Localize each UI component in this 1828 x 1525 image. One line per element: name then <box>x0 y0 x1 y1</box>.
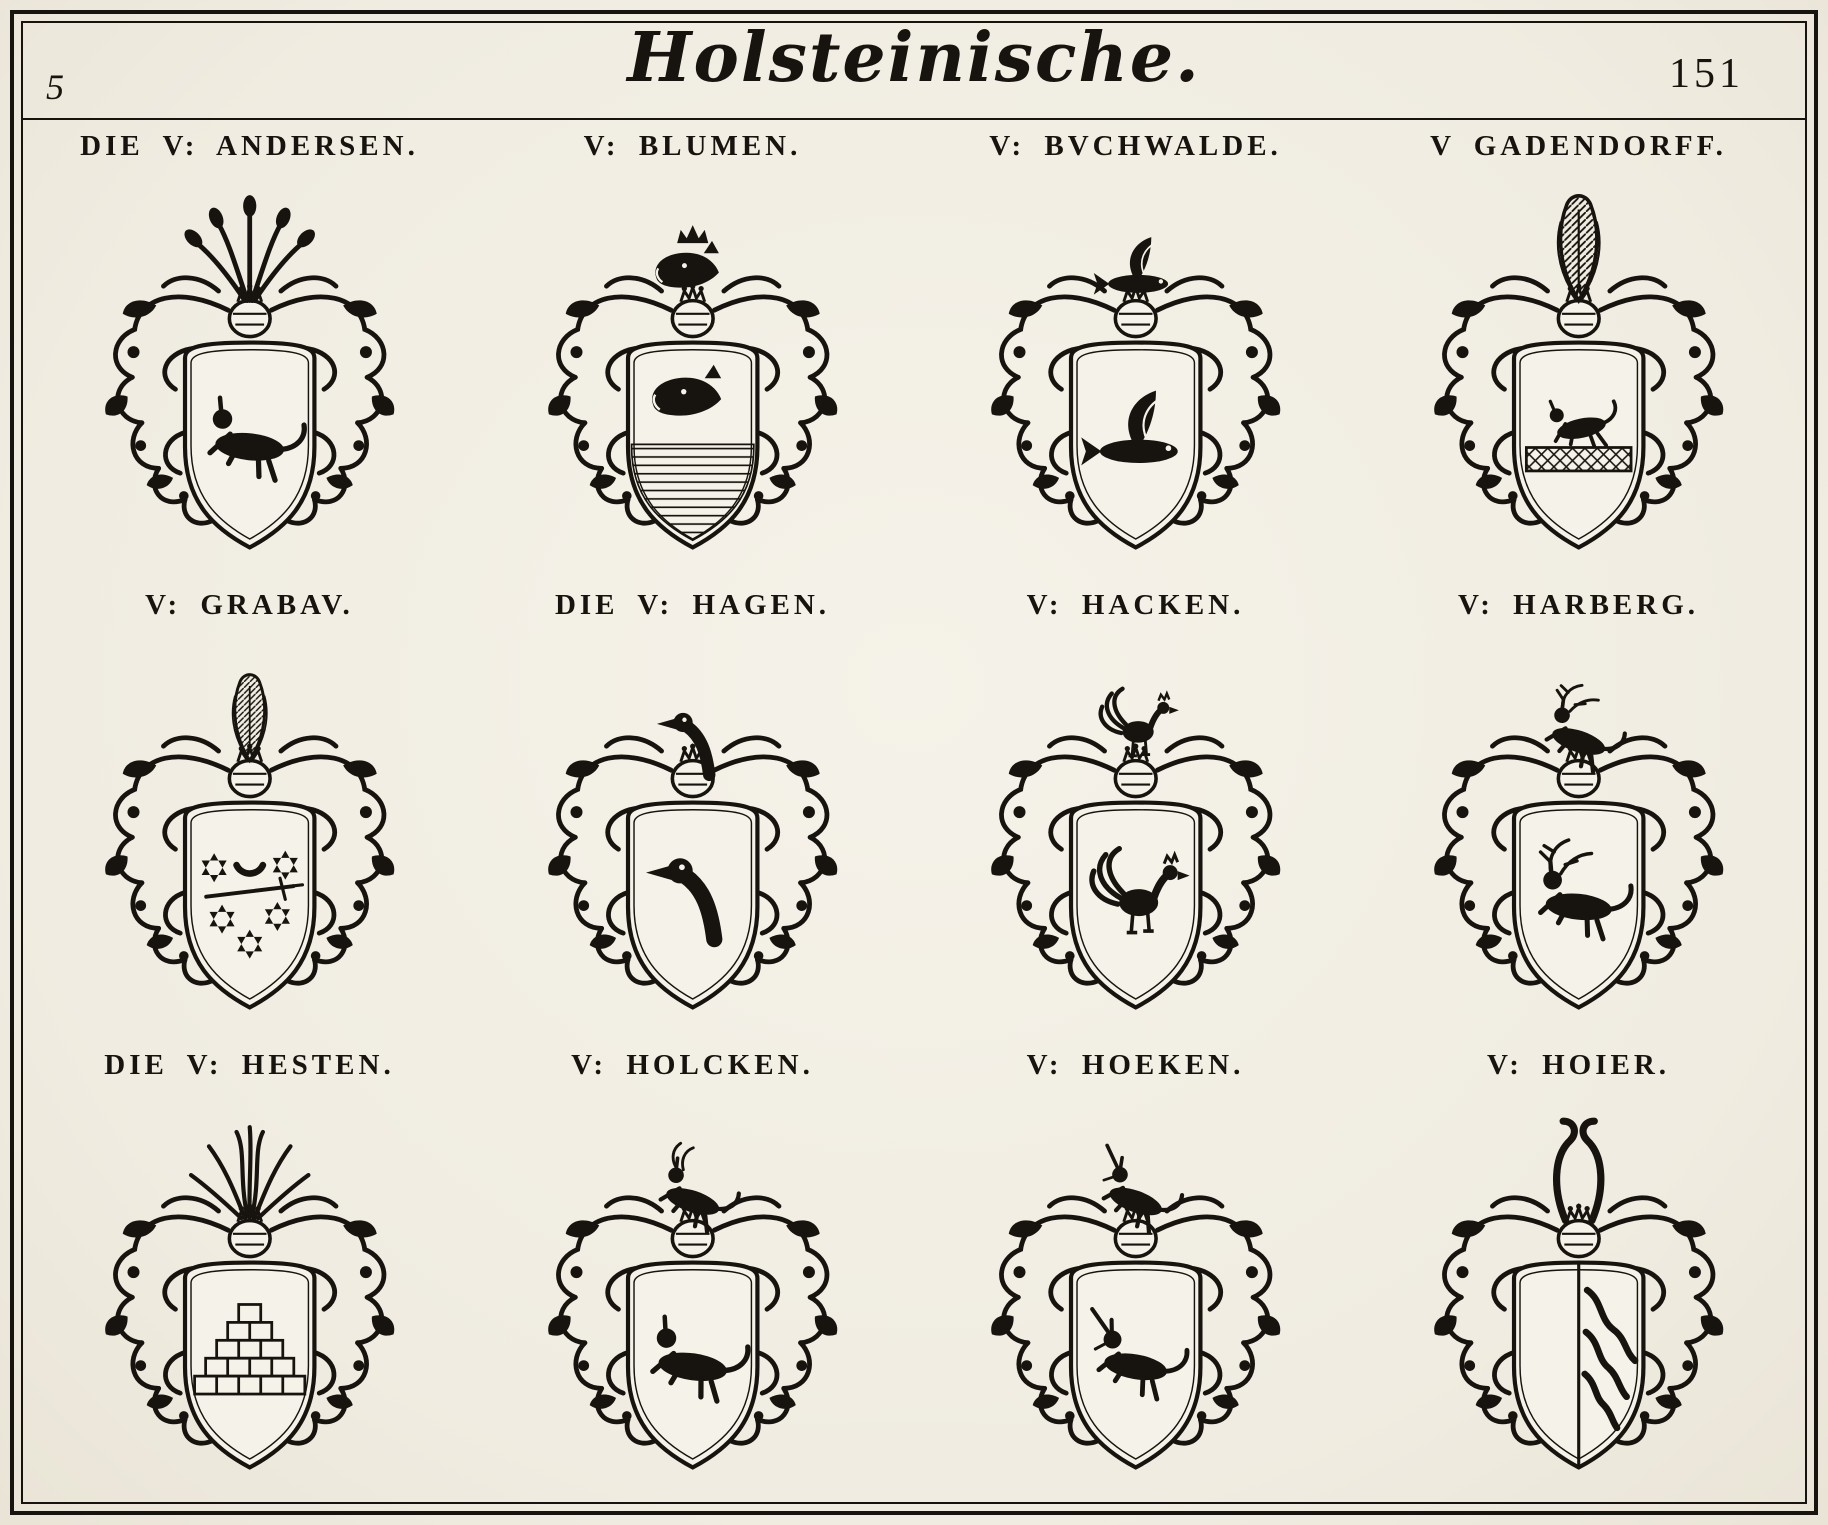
arms-row-2: V: GRABAV. DIE V: HAGEN. V: HACKEN. V: H… <box>28 582 1800 1042</box>
coat-of-arms-andersen <box>28 170 471 590</box>
coat-of-arms-drawing <box>956 236 1315 583</box>
arms-row-1: DIE V: ANDERSEN. V: BLUMEN. V: BVCHWALDE… <box>28 122 1800 582</box>
crown-icon <box>676 225 709 244</box>
arms-label-hoier: V: HOIER. <box>1486 1048 1671 1081</box>
arms-label-hoeken: V: HOEKEN. <box>1026 1048 1245 1081</box>
arms-strip-row-3 <box>28 1089 1800 1501</box>
arms-row-3: DIE V: HESTEN. V: HOLCKEN. V: HOEKEN. V:… <box>28 1041 1800 1501</box>
header-divider-rule <box>21 118 1807 120</box>
coat-of-arms-drawing <box>513 225 872 583</box>
crowned-boar-head-icon <box>654 240 720 290</box>
coat-of-arms-drawing <box>70 176 429 583</box>
peacock-plume-icon <box>181 195 318 300</box>
coat-of-arms-drawing <box>70 673 429 1043</box>
label-strip-row-2: V: GRABAV. DIE V: HAGEN. V: HACKEN. V: H… <box>28 582 1800 630</box>
coat-of-arms-drawing <box>513 1096 872 1503</box>
feather-plume-icon <box>1555 194 1602 303</box>
coat-of-arms-drawing <box>1399 194 1758 583</box>
coat-of-arms-drawing <box>513 636 872 1043</box>
arms-label-grabau: V: GRABAV. <box>145 589 354 622</box>
coat-of-arms-harberg <box>1357 630 1800 1050</box>
coat-of-arms-hoier <box>1357 1089 1800 1509</box>
arms-label-buchwalde: V: BVCHWALDE. <box>989 129 1282 162</box>
coat-of-arms-gadendorff <box>1357 170 1800 590</box>
coat-of-arms-drawing <box>956 1096 1315 1503</box>
arms-strip-row-1 <box>28 170 1800 582</box>
helmet-icon <box>670 282 715 339</box>
coat-of-arms-drawing <box>1399 1096 1758 1503</box>
helmet-icon <box>1113 741 1158 799</box>
coat-of-arms-blumen <box>471 170 914 590</box>
arms-label-harberg: V: HARBERG. <box>1457 589 1700 622</box>
coat-of-arms-holcken <box>471 1089 914 1509</box>
coat-of-arms-hagen <box>471 630 914 1050</box>
coat-of-arms-hoeken <box>914 1089 1357 1509</box>
hatched-base-icon <box>630 443 755 542</box>
arms-label-andersen: DIE V: ANDERSEN. <box>80 129 419 162</box>
sheet-number: 5 <box>46 67 64 107</box>
arms-label-hacken: V: HACKEN. <box>1026 589 1245 622</box>
label-strip-row-1: DIE V: ANDERSEN. V: BLUMEN. V: BVCHWALDE… <box>28 122 1800 170</box>
rooster-icon <box>1100 689 1178 756</box>
page-number: 151 <box>1669 51 1744 97</box>
arms-strip-row-2 <box>28 630 1800 1042</box>
feather-tuft-icon <box>230 673 269 763</box>
shield-icon <box>185 803 314 1008</box>
coat-of-arms-drawing <box>70 1096 429 1503</box>
arms-label-hesten: DIE V: HESTEN. <box>104 1048 395 1081</box>
arms-label-holcken: V: HOLCKEN. <box>571 1048 814 1081</box>
plate-content: DIE V: ANDERSEN. V: BLUMEN. V: BVCHWALDE… <box>28 122 1800 1501</box>
winged-fish-icon <box>1092 236 1169 296</box>
coat-of-arms-drawing <box>956 636 1315 1043</box>
arms-label-gadendorff: V GADENDORFF. <box>1430 129 1727 162</box>
shield-icon <box>1514 343 1643 548</box>
coat-of-arms-buchwalde <box>914 170 1357 590</box>
coat-of-arms-hacken <box>914 630 1357 1050</box>
page-title: Holsteinische. <box>627 18 1201 98</box>
coat-of-arms-drawing <box>1399 636 1758 1043</box>
label-strip-row-3: DIE V: HESTEN. V: HOLCKEN. V: HOEKEN. V:… <box>28 1041 1800 1089</box>
arms-label-hagen: DIE V: HAGEN. <box>554 589 831 622</box>
arms-label-blumen: V: BLUMEN. <box>583 129 802 162</box>
coat-of-arms-hesten <box>28 1089 471 1509</box>
coat-of-arms-grabau <box>28 630 471 1050</box>
shield-icon <box>628 803 757 1008</box>
